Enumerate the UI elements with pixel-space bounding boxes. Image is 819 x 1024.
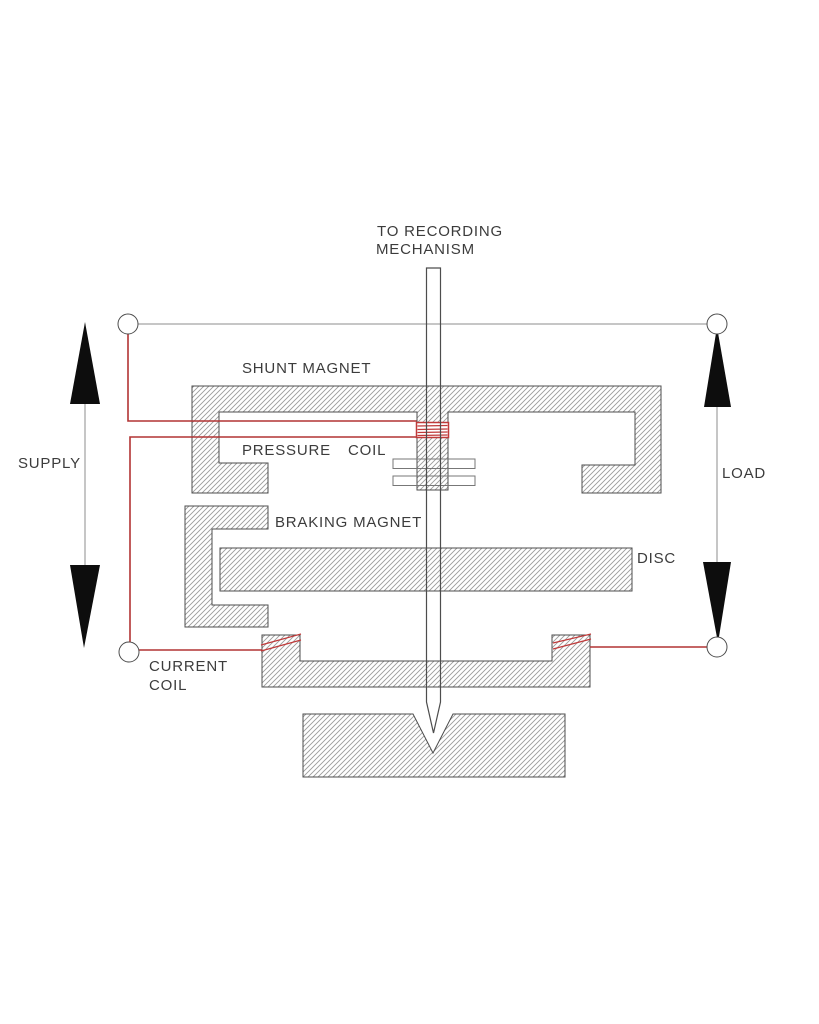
braking-magnet-core	[184, 505, 269, 628]
supply-arrow-down-icon	[70, 565, 100, 648]
load-arrow-down-icon	[703, 562, 731, 643]
pressure-coil-winding-turns	[417, 424, 448, 437]
load-label: LOAD	[722, 465, 766, 482]
load-terminal-bottom	[706, 636, 728, 658]
disc-label: DISC	[637, 550, 676, 567]
recording-mechanism-label-line1: TO RECORDING	[377, 223, 503, 240]
current-coil-winding-right	[552, 633, 592, 650]
pressure-coil-label-word1: PRESSURE	[242, 442, 331, 459]
braking-magnet-label: BRAKING MAGNET	[275, 514, 422, 531]
lamination-bar-bottom	[392, 475, 476, 486]
recording-mechanism-label-line2: MECHANISM	[376, 241, 475, 258]
supply-terminal-top	[117, 313, 139, 335]
current-coil-label-line1: CURRENT	[149, 658, 228, 675]
spindle-shaft	[425, 267, 442, 734]
supply-label: SUPPLY	[18, 455, 81, 472]
bearing-block	[302, 713, 566, 778]
pressure-coil-label-word2: COIL	[348, 442, 386, 459]
wire-pressure-coil-to-supply	[129, 436, 417, 642]
load-arrow-up-icon	[704, 327, 731, 407]
wire-supply-to-pressure-coil	[127, 334, 417, 422]
shunt-magnet-label: SHUNT MAGNET	[242, 360, 371, 377]
supply-arrow-up-icon	[70, 322, 100, 404]
load-terminal-top	[706, 313, 728, 335]
supply-terminal-bottom	[118, 641, 140, 663]
current-coil-label-line2: COIL	[149, 677, 187, 694]
lamination-bar-top	[392, 458, 476, 469]
current-coil-winding-left	[260, 633, 302, 652]
